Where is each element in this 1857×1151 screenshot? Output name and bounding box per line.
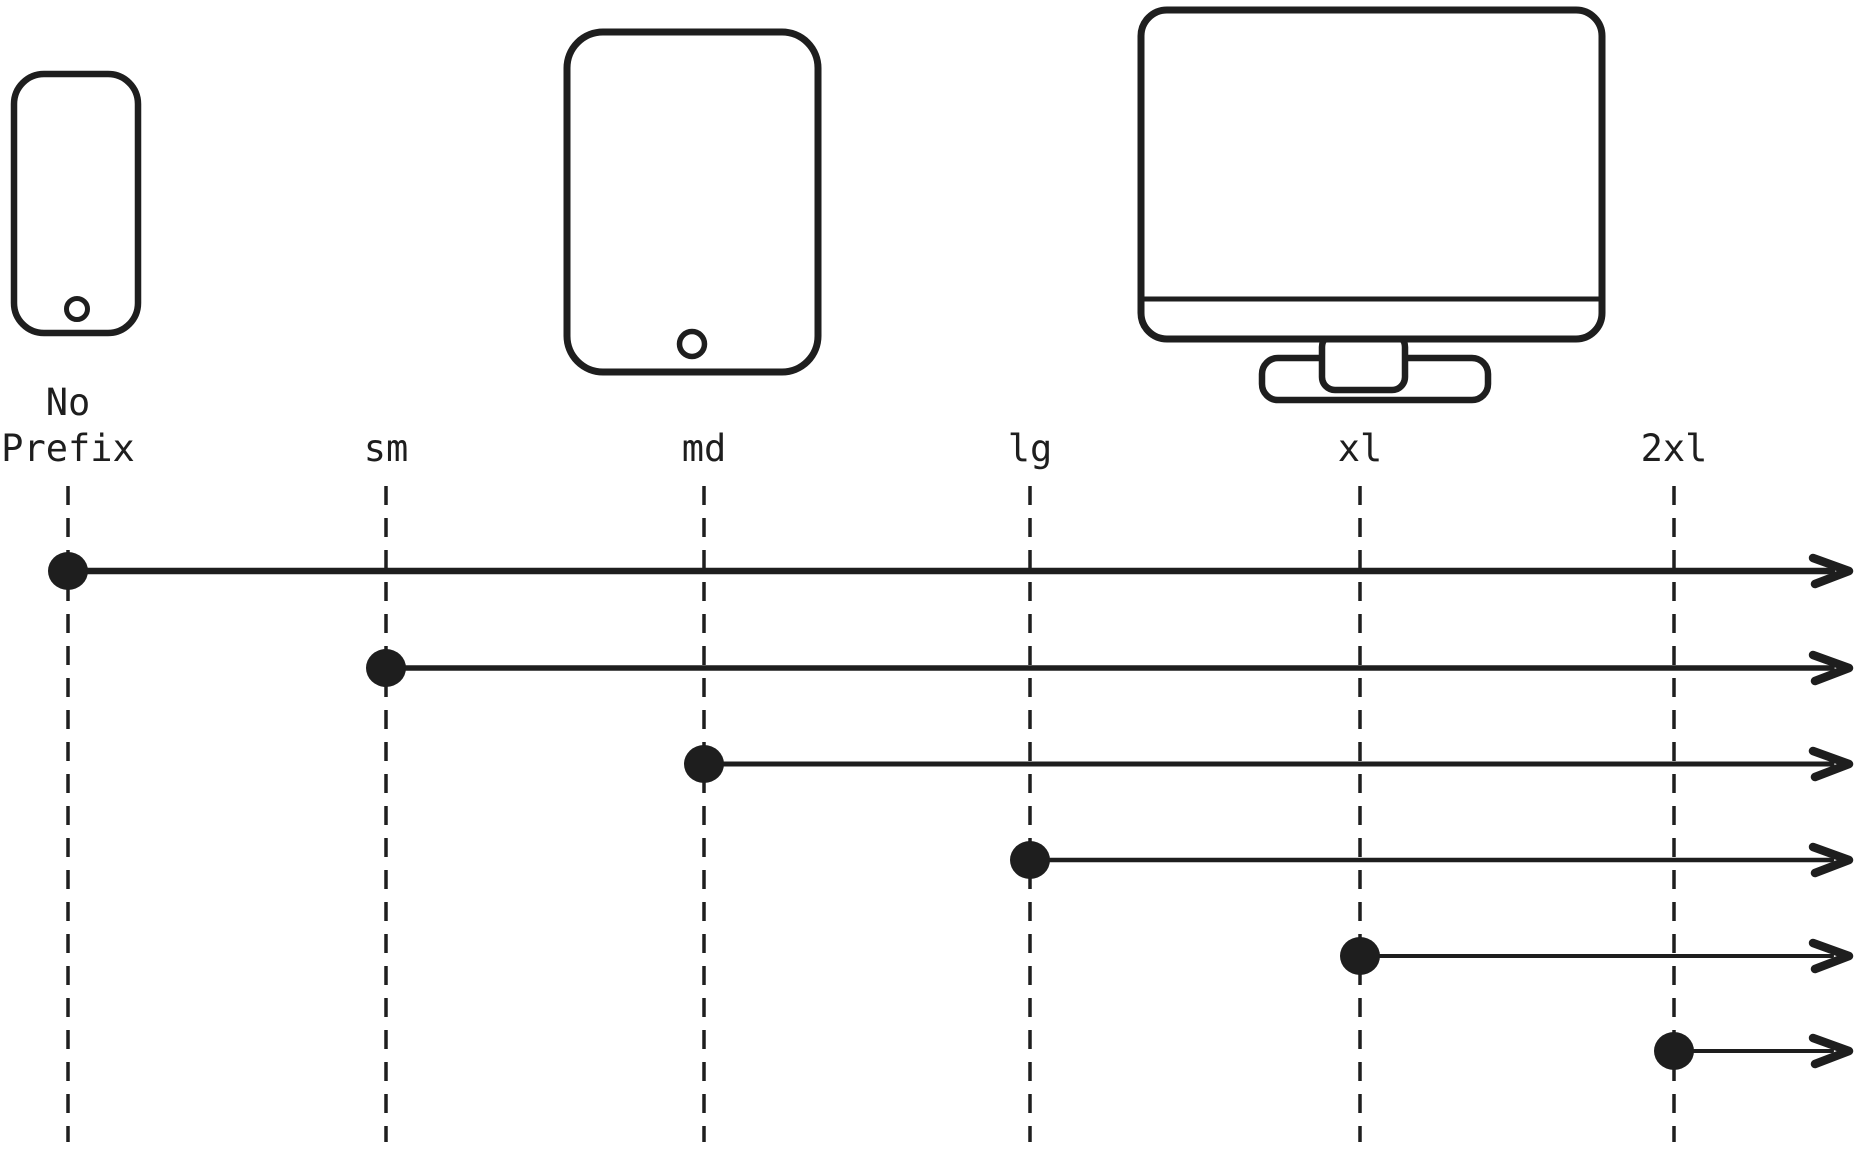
breakpoint-label-md: md xyxy=(681,427,727,470)
range-arrow-head-no-prefix xyxy=(1808,553,1854,589)
device-icons xyxy=(10,6,1606,404)
breakpoint-label-2xl: 2xl xyxy=(1640,427,1708,470)
breakpoint-dot-sm xyxy=(366,649,406,687)
phone-home-button xyxy=(64,296,90,322)
breakpoint-dot-xl xyxy=(1340,937,1380,975)
monitor-icon xyxy=(1137,6,1606,404)
phone-icon xyxy=(10,70,142,337)
breakpoint-label-lg: lg xyxy=(1007,427,1053,470)
tablet-body xyxy=(563,28,822,376)
range-arrow-head-md xyxy=(1808,746,1854,782)
range-arrow-head-sm xyxy=(1808,650,1854,686)
breakpoint-dashed-lines xyxy=(66,486,1676,1142)
tablet-home-button xyxy=(676,328,708,360)
phone-body xyxy=(10,70,142,337)
range-arrow-head-xl xyxy=(1808,938,1854,974)
breakpoint-dot-md xyxy=(684,745,724,783)
tablet-icon xyxy=(563,28,822,376)
monitor-screen xyxy=(1137,6,1606,343)
range-arrows xyxy=(82,553,1854,1069)
breakpoint-dot-2xl xyxy=(1654,1032,1694,1070)
range-arrow-head-lg xyxy=(1808,842,1854,878)
breakpoint-label-no-prefix: No Prefix xyxy=(1,381,135,470)
range-arrow-head-2xl xyxy=(1808,1033,1854,1069)
breakpoint-label-xl: xl xyxy=(1337,427,1383,470)
breakpoint-dot-no-prefix xyxy=(48,552,88,590)
breakpoint-label-sm: sm xyxy=(363,427,409,470)
breakpoint-dot-lg xyxy=(1010,841,1050,879)
breakpoint-dots xyxy=(48,552,1694,1070)
